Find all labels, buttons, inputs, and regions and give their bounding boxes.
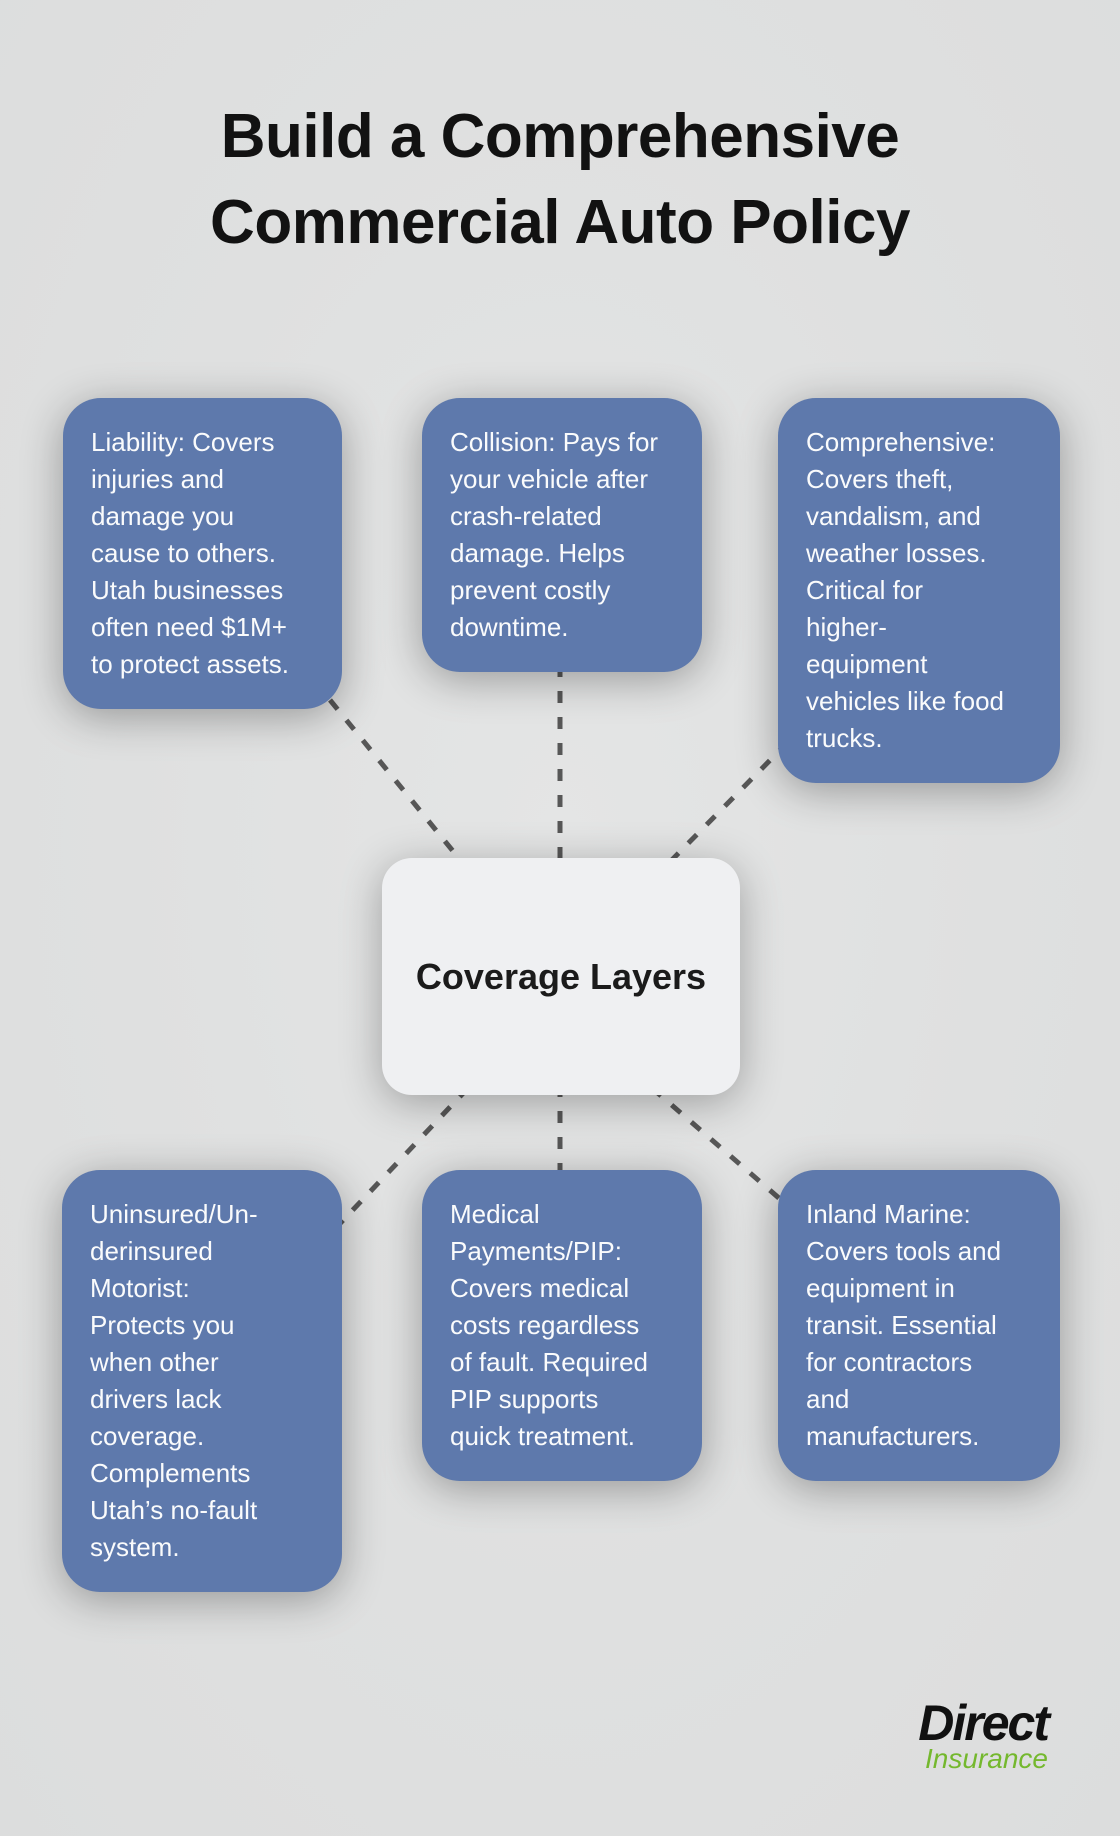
page-title: Build a Comprehensive Commercial Auto Po… [210,102,910,257]
node-medical-payments-text: Medical Payments/PIP: Covers medical cos… [450,1199,649,1451]
node-medical-payments-card: Medical Payments/PIP: Covers medical cos… [422,1170,702,1481]
center-node-card: Coverage Layers [382,858,740,1095]
node-comprehensive-text: Comprehensive: Covers theft, vandalism, … [806,427,1004,753]
node-uninsured-motorist-card: Uninsured/Un- derinsured Motorist: Prote… [62,1170,342,1592]
brand-logo: Direct Insurance [918,1695,1050,1774]
node-comprehensive-card: Comprehensive: Covers theft, vandalism, … [778,398,1060,783]
logo-direct-text: Direct [918,1695,1050,1751]
node-uninsured-motorist-text: Uninsured/Un- derinsured Motorist: Prote… [90,1199,258,1562]
connector-line-liability [328,698,472,874]
logo-insurance-text: Insurance [925,1743,1048,1774]
center-node-label: Coverage Layers [415,955,707,997]
connector-line-comprehensive [656,740,790,876]
connector-line-inland [650,1086,797,1214]
node-inland-marine-card: Inland Marine: Covers tools and equipmen… [778,1170,1060,1481]
connector-line-uninsured [330,1086,470,1234]
node-collision-card: Collision: Pays for your vehicle after c… [422,398,702,672]
node-inland-marine-text: Inland Marine: Covers tools and equipmen… [806,1199,1002,1451]
node-collision-text: Collision: Pays for your vehicle after c… [450,427,659,642]
node-liability-card: Liability: Covers injuries and damage yo… [63,398,342,709]
node-liability-text: Liability: Covers injuries and damage yo… [91,427,289,679]
